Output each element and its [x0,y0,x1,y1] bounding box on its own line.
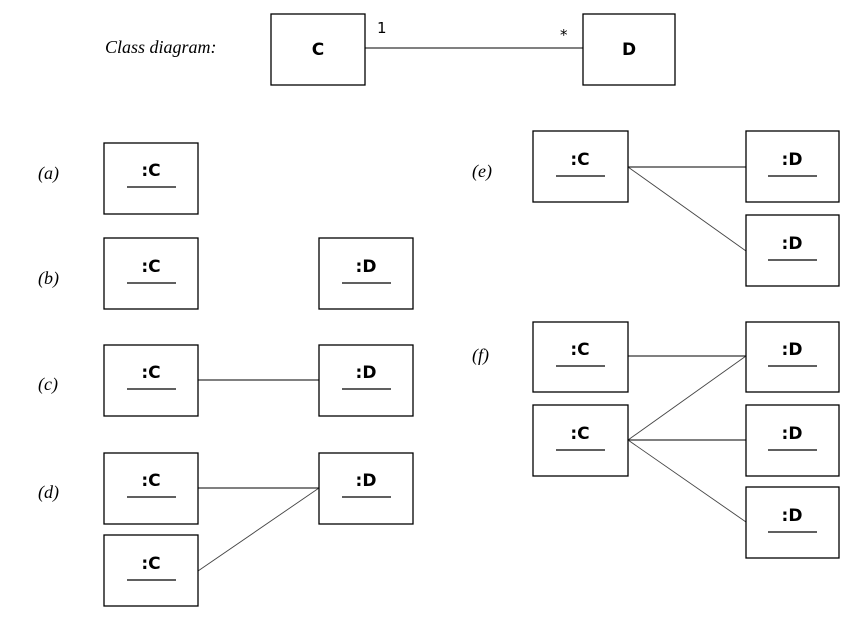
object-c-name: :C [570,340,589,360]
class-c-box [270,13,366,86]
object-c-name: :C [141,161,160,181]
class-c-name: C [312,40,324,60]
object-d-box [318,452,414,525]
class-d-name: D [622,40,636,60]
class-diagram: Class diagram: C 1 * D [105,13,676,86]
object-d-box [745,486,840,559]
link-c2-d [197,487,320,572]
panel-c: (c) :C :D [38,344,414,417]
panel-a-label: (a) [38,163,59,184]
class-c-multiplicity: 1 [377,19,387,37]
link-c2-d1 [627,355,747,441]
panel-e-label: (e) [472,161,492,182]
panel-f: (f) :C :C :D :D :D [472,321,840,559]
object-d-name: :D [356,471,377,491]
panel-d: (d) :C :C :D [38,452,414,607]
panel-b: (b) :C :D [38,237,414,310]
object-c-name: :C [570,424,589,444]
object-c-box [532,404,629,477]
object-c-box [103,142,199,215]
object-c-name: :C [141,471,160,491]
object-c-name: :C [141,554,160,574]
object-d-box [318,344,414,417]
object-d-box [745,404,840,477]
object-d-name: :D [782,340,803,360]
panel-a: (a) :C [38,142,199,215]
class-d-multiplicity: * [560,26,568,44]
object-d-box [318,237,414,310]
object-c-box [103,237,199,310]
object-c-box [532,321,629,393]
class-diagram-caption: Class diagram: [105,37,217,57]
object-d-name: :D [782,506,803,526]
panel-f-label: (f) [472,345,489,366]
object-c-box [532,130,629,203]
object-d-name: :D [782,424,803,444]
object-d-box [745,130,840,203]
link-c-d2 [627,166,747,252]
object-c-name: :C [141,257,160,277]
object-d-name: :D [356,257,377,277]
object-d-box [745,321,840,393]
panel-d-label: (d) [38,482,59,503]
object-c-name: :C [141,363,160,383]
object-d-box [745,214,840,287]
object-c-name: :C [570,150,589,170]
object-c-box [103,534,199,607]
class-d-box [582,13,676,86]
link-c2-d3 [627,439,747,523]
panel-e: (e) :C :D :D [472,130,840,287]
object-d-name: :D [356,363,377,383]
object-c-box [103,344,199,417]
object-d-name: :D [782,234,803,254]
object-d-name: :D [782,150,803,170]
panel-b-label: (b) [38,268,59,289]
panel-c-label: (c) [38,374,58,395]
object-c-box [103,452,199,525]
